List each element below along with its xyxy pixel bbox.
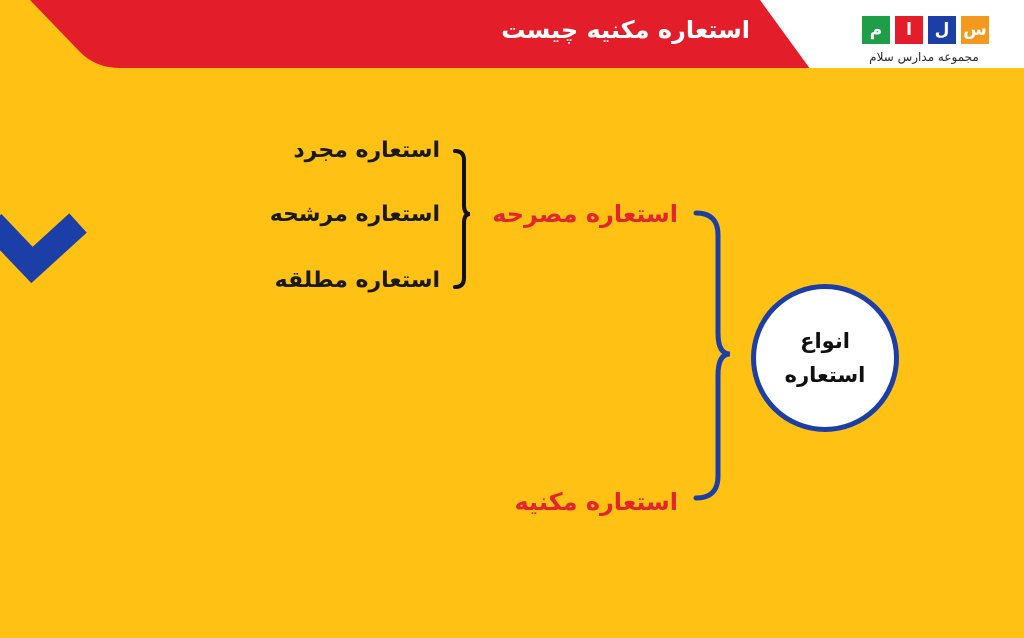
- decorative-chevron-icon: [0, 213, 87, 284]
- page-title: استعاره مکنیه چیست: [501, 16, 750, 44]
- header-banner: [0, 0, 1024, 68]
- subtype-motlaqeh: استعاره مطلقه: [274, 268, 440, 293]
- root-label-line-1: انواع: [800, 329, 850, 353]
- logo-white-corner: [760, 0, 1024, 68]
- logo-tile-2: ا: [895, 16, 923, 44]
- logo-tile-1: م: [862, 16, 890, 44]
- header-red-shape: [0, 0, 1024, 68]
- type-makniyeh: استعاره مکنیه: [514, 488, 679, 516]
- subtype-morashshaheh: استعاره مرشحه: [269, 202, 440, 227]
- outer-brace-icon: [693, 210, 731, 501]
- root-node: انواع استعاره: [751, 284, 899, 432]
- school-logo: م ا ل س مجموعه مدارس سلام: [848, 8, 996, 72]
- subtype-mojarrad: استعاره مجرد: [293, 138, 440, 163]
- logo-tile-3: ل: [928, 16, 956, 44]
- type-mosarraheh: استعاره مصرحه: [492, 200, 678, 228]
- inner-brace-icon: [453, 149, 471, 289]
- logo-tile-4: س: [961, 16, 989, 44]
- root-label-line-2: استعاره: [784, 363, 866, 387]
- logo-tiles: م ا ل س: [862, 16, 989, 44]
- logo-tagline: مجموعه مدارس سلام: [869, 50, 979, 64]
